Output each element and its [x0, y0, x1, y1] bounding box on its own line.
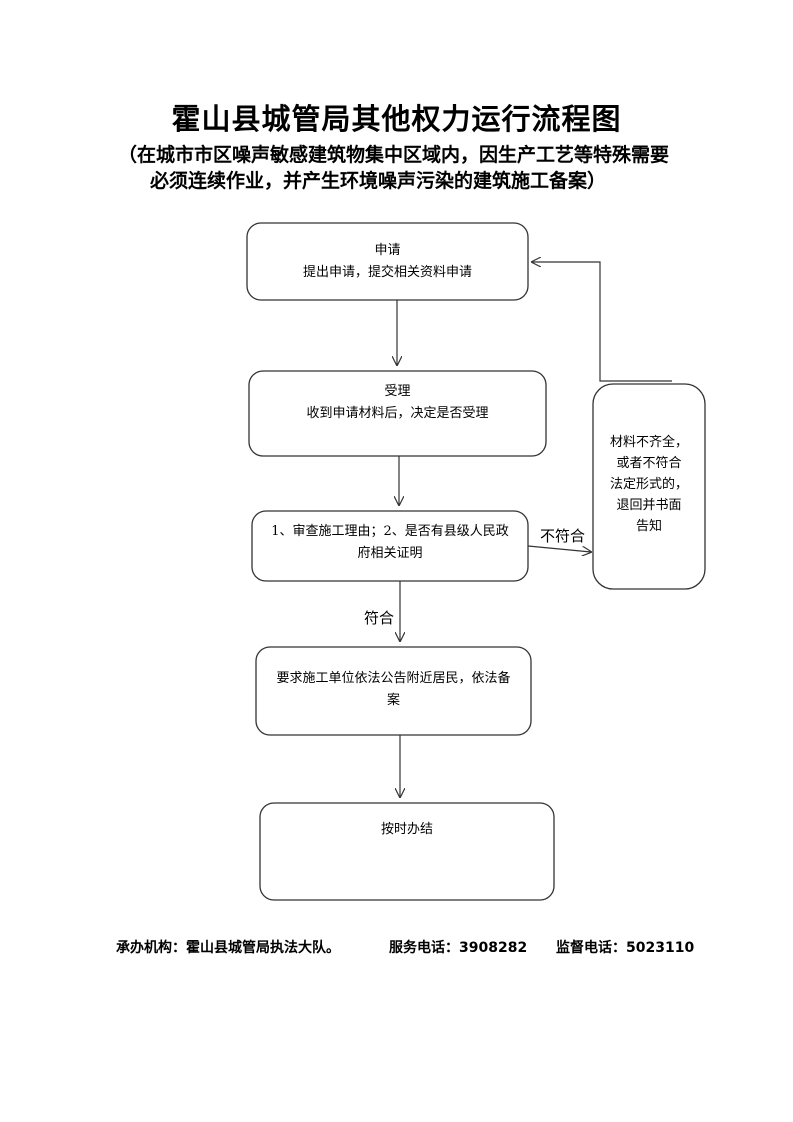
step-accept-box — [248, 370, 547, 457]
footer-service-phone: 服务电话：3908282 — [389, 940, 528, 956]
footer-supervision-phone: 监督电话：5023110 — [556, 940, 695, 956]
step-apply-desc: 提出申请，提交相关资料申请 — [302, 265, 472, 280]
reject-text: 材料不齐全， 或者不符合 法定形式的， 退回并书面 告知 — [593, 432, 705, 537]
reject-line-2: 或者不符合 — [616, 456, 682, 471]
step-apply-heading: 申请 — [374, 243, 401, 258]
reject-line-5: 告知 — [635, 519, 662, 534]
step-finish-box — [259, 802, 555, 901]
step-notice-line-2: 案 — [386, 693, 400, 708]
arrow-review-to-reject — [527, 545, 591, 552]
step-finish-text: 按时办结 — [380, 822, 433, 837]
reject-line-1: 材料不齐全， — [609, 435, 688, 450]
subtitle-line-1: （在城市市区噪声敏感建筑物集中区域内，因生产工艺等特殊需要 — [118, 144, 670, 166]
subtitle-line-2: 必须连续作业，并产生环境噪声污染的建筑施工备案） — [150, 170, 607, 192]
step-review-text: 1、审查施工理由；2、是否有县级人民政 府相关证明 — [252, 521, 528, 565]
step-apply-text: 申请 提出申请，提交相关资料申请 — [247, 240, 528, 284]
step-notice-text: 要求施工单位依法公告附近居民，依法备 案 — [256, 668, 531, 712]
step-accept-text: 受理 收到申请材料后，决定是否受理 — [249, 381, 546, 425]
step-review-line-2: 府相关证明 — [357, 546, 423, 561]
step-accept-desc: 收到申请材料后，决定是否受理 — [306, 406, 489, 421]
label-not-compliant: 不符合 — [540, 527, 586, 545]
footer-agency: 承办机构：霍山县城管局执法大队。 — [116, 940, 340, 956]
step-notice-box — [255, 646, 532, 736]
step-notice-line-1: 要求施工单位依法公告附近居民，依法备 — [276, 671, 511, 686]
label-compliant: 符合 — [364, 609, 395, 627]
reject-box — [592, 383, 706, 590]
reject-line-4: 退回并书面 — [616, 498, 682, 513]
arrow-reject-to-apply — [532, 262, 672, 382]
step-review-line-1: 1、审查施工理由；2、是否有县级人民政 — [271, 524, 509, 539]
page-title: 霍山县城管局其他权力运行流程图 — [171, 102, 622, 136]
step-apply-box — [246, 222, 529, 301]
reject-line-3: 法定形式的， — [609, 477, 688, 492]
step-accept-heading: 受理 — [384, 384, 411, 399]
